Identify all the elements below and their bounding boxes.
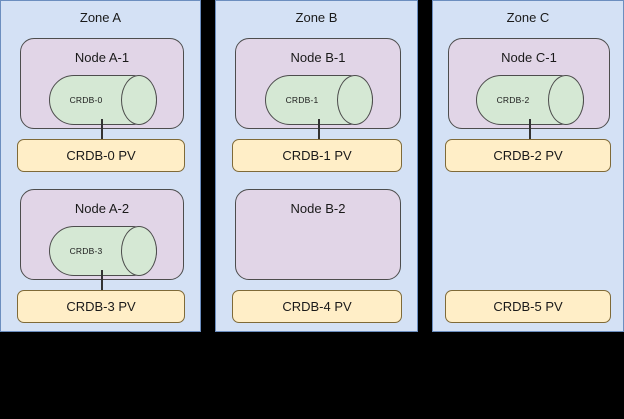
node-title-b-1: Node B-1 bbox=[290, 50, 346, 65]
connector-crdb-3-to-pv bbox=[101, 270, 103, 291]
node-box-c-1[interactable]: Node C-1 CRDB-2 bbox=[448, 38, 610, 129]
zone-panel-b[interactable]: Zone B Node B-1 CRDB-1 CRDB-1 PV Node B-… bbox=[215, 0, 418, 332]
pv-box-crdb-5[interactable]: CRDB-5 PV bbox=[445, 290, 611, 323]
database-cylinder-crdb-2[interactable]: CRDB-2 bbox=[476, 75, 584, 125]
zone-title-b: Zone B bbox=[295, 10, 338, 25]
database-cylinder-crdb-0[interactable]: CRDB-0 bbox=[49, 75, 157, 125]
cylinder-cap bbox=[548, 75, 584, 125]
database-cylinder-crdb-1[interactable]: CRDB-1 bbox=[265, 75, 373, 125]
pv-box-crdb-1[interactable]: CRDB-1 PV bbox=[232, 139, 402, 172]
node-box-b-1[interactable]: Node B-1 CRDB-1 bbox=[235, 38, 401, 129]
zone-title-a: Zone A bbox=[79, 10, 122, 25]
cylinder-cap bbox=[121, 226, 157, 276]
database-label-crdb-0: CRDB-0 bbox=[69, 95, 103, 105]
database-label-crdb-3: CRDB-3 bbox=[69, 246, 103, 256]
node-title-a-1: Node A-1 bbox=[74, 50, 130, 65]
connector-crdb-1-to-pv bbox=[318, 119, 320, 140]
node-title-a-2: Node A-2 bbox=[74, 201, 130, 216]
pv-box-crdb-2[interactable]: CRDB-2 PV bbox=[445, 139, 611, 172]
database-label-crdb-1: CRDB-1 bbox=[285, 95, 319, 105]
pv-box-crdb-3[interactable]: CRDB-3 PV bbox=[17, 290, 185, 323]
connector-crdb-0-to-pv bbox=[101, 119, 103, 140]
database-label-crdb-2: CRDB-2 bbox=[496, 95, 530, 105]
node-box-b-2[interactable]: Node B-2 bbox=[235, 189, 401, 280]
pv-box-crdb-0[interactable]: CRDB-0 PV bbox=[17, 139, 185, 172]
node-box-a-2[interactable]: Node A-2 CRDB-3 bbox=[20, 189, 184, 280]
database-cylinder-crdb-3[interactable]: CRDB-3 bbox=[49, 226, 157, 276]
zone-panel-a[interactable]: Zone A Node A-1 CRDB-0 CRDB-0 PV Node A-… bbox=[0, 0, 201, 332]
zone-title-c: Zone C bbox=[506, 10, 550, 25]
node-title-c-1: Node C-1 bbox=[501, 50, 557, 65]
pv-box-crdb-4[interactable]: CRDB-4 PV bbox=[232, 290, 402, 323]
node-box-a-1[interactable]: Node A-1 CRDB-0 bbox=[20, 38, 184, 129]
node-title-b-2: Node B-2 bbox=[290, 201, 346, 216]
cylinder-cap bbox=[337, 75, 373, 125]
connector-crdb-2-to-pv bbox=[529, 119, 531, 140]
cylinder-cap bbox=[121, 75, 157, 125]
zone-panel-c[interactable]: Zone C Node C-1 CRDB-2 CRDB-2 PV CRDB-5 … bbox=[432, 0, 624, 332]
